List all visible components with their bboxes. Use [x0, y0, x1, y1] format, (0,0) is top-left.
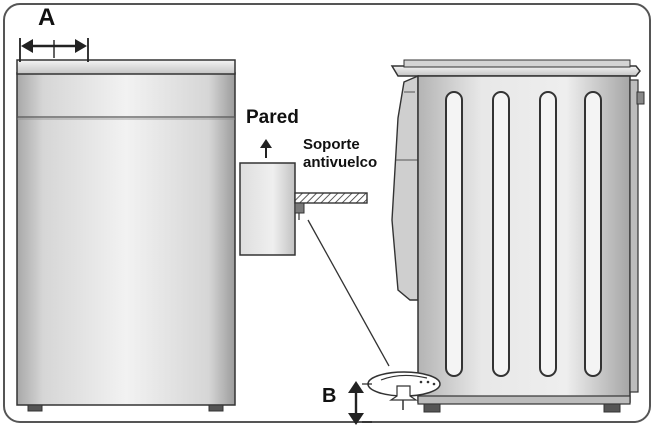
anti-tip-bracket — [294, 192, 368, 204]
bracket-label-line2: antivuelco — [303, 154, 378, 171]
side-rib — [539, 91, 557, 377]
dimension-b-label: B — [322, 385, 337, 407]
leader-line — [307, 219, 390, 367]
appliance-front-top-panel — [16, 59, 236, 75]
appliance-side-view — [390, 59, 645, 413]
foot-detail — [348, 371, 441, 425]
bracket-screw — [294, 202, 305, 214]
appliance-front-view — [16, 38, 236, 412]
appliance-front-foot-right — [208, 404, 224, 412]
wall-section — [239, 139, 390, 367]
appliance-side-foot-rear — [603, 403, 621, 413]
anti-tip-bracket-label: Soporte antivuelco — [303, 136, 377, 172]
side-rib — [584, 91, 602, 377]
wall-label: Pared — [246, 107, 299, 128]
adjustable-foot — [389, 385, 418, 401]
appliance-front-foot-left — [27, 404, 43, 412]
bracket-label-line1: Soporte — [303, 136, 360, 153]
appliance-side-foot-front — [423, 403, 441, 413]
side-rib — [445, 91, 463, 377]
side-rib — [492, 91, 510, 377]
appliance-side-front-bulge — [391, 74, 419, 301]
dimension-a-label: A — [38, 4, 56, 31]
wall-block — [239, 162, 296, 256]
appliance-front-body — [16, 72, 236, 406]
